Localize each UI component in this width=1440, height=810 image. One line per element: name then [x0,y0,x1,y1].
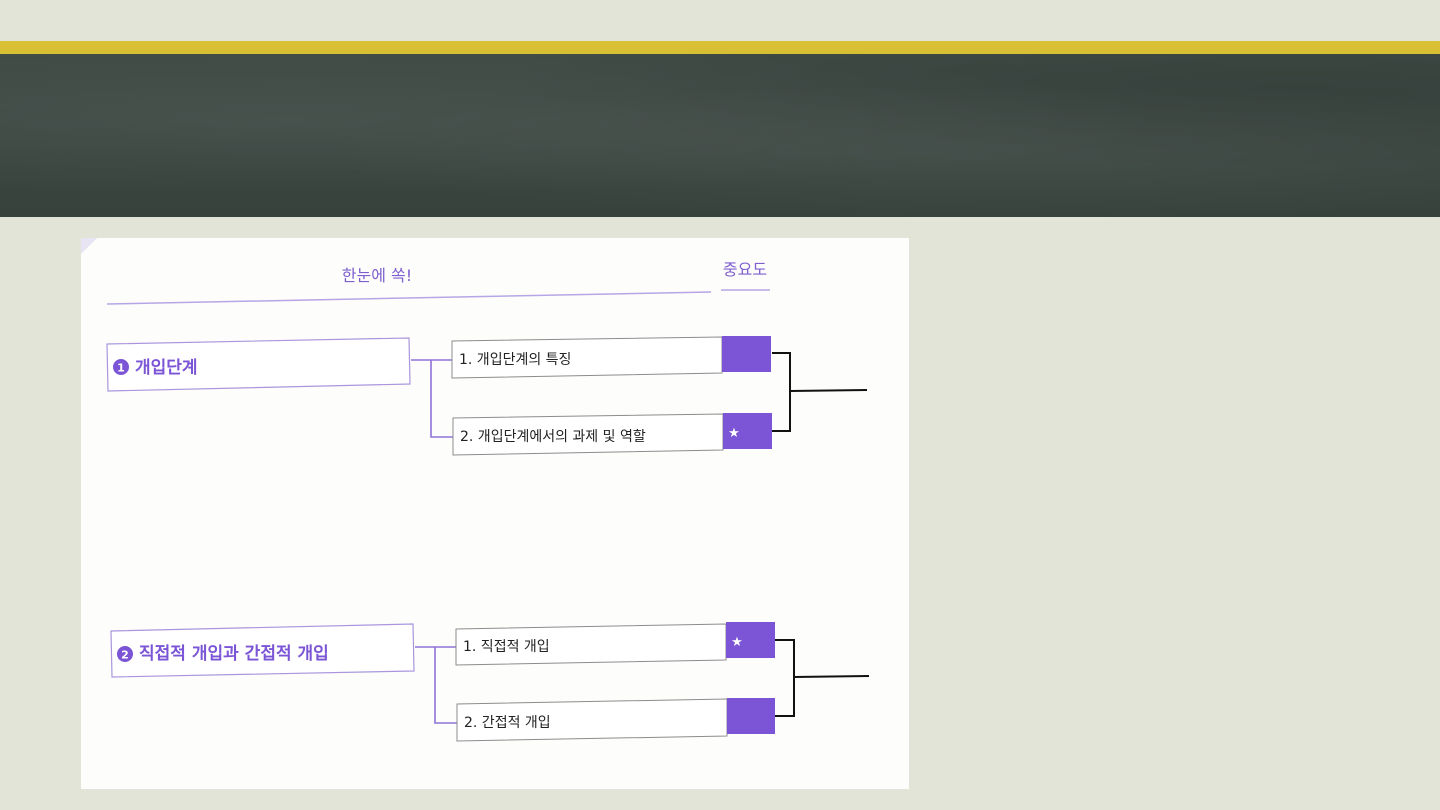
section-1-item-2-star-icon: ★ [728,426,740,441]
section-2-item-1-box [455,623,727,666]
importance-label: 중요도 [723,260,767,279]
section-1-bracket [772,352,868,432]
section-2: 2 직접적 개입과 간접적 개입 1. 직접적 개입 ★ 2. 간접적 개입 [110,622,870,742]
diagram-canvas: 한눈에 쏙! 중요도 1 개입단계 1. 개입단계의 특징 2. 개입단계에서의… [106,260,870,742]
section-1-item-1-importance-box [722,336,771,372]
section-2-item-1-star-icon: ★ [731,635,743,650]
section-2-connector [415,646,457,724]
section-2-number-badge [117,646,133,662]
section-2-item-2-box [456,698,728,742]
section-1-item-1-box [451,336,723,379]
section-2-bracket [775,639,870,717]
section-1-number-badge [113,359,129,375]
section-2-number: 2 [121,649,129,662]
section-2-title: 직접적 개입과 간접적 개입 [139,644,329,664]
accent-bar [0,41,1440,54]
scanned-diagram: 한눈에 쏙! 중요도 1 개입단계 1. 개입단계의 특징 2. 개입단계에서의… [81,238,909,789]
section-1-box [106,337,411,392]
section-2-box [110,623,415,678]
section-2-item-1-importance-box [726,622,775,658]
section-1: 1 개입단계 1. 개입단계의 특징 2. 개입단계에서의 과제 및 역할 ★ [106,336,868,456]
section-1-title: 개입단계 [135,358,198,378]
section-1-connector [411,359,453,438]
summary-underline [106,291,712,305]
section-1-item-2-importance-box [723,413,772,449]
section-1-item-2-box [452,413,724,456]
section-2-item-2-label: 2. 간접적 개입 [464,715,551,731]
section-1-number: 1 [117,362,125,375]
section-2-item-1-label: 1. 직접적 개입 [463,639,550,655]
page-corner-fold [81,238,97,254]
section-1-item-1-label: 1. 개입단계의 특징 [459,352,571,368]
top-margin-band [0,0,1440,41]
chalkboard-banner [0,54,1440,217]
section-2-item-2-importance-box [727,698,775,734]
summary-label: 한눈에 쏙! [342,266,412,285]
section-1-item-2-label: 2. 개입단계에서의 과제 및 역할 [460,429,646,445]
